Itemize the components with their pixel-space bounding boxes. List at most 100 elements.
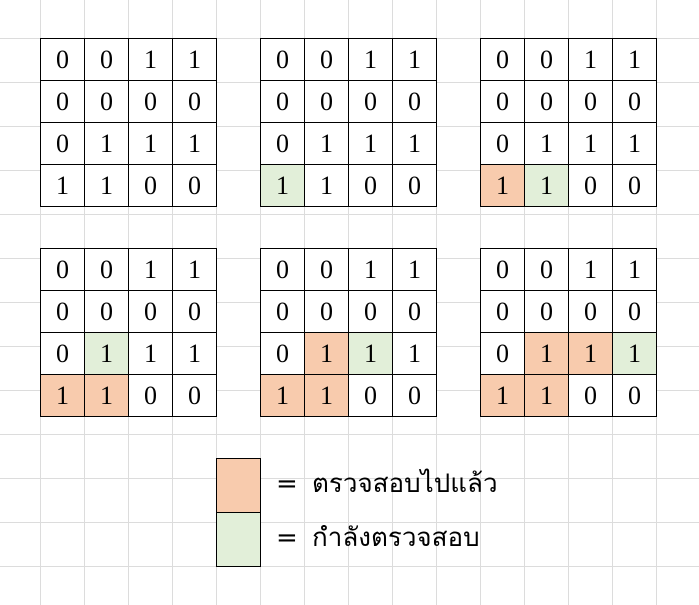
matrix-cell: 1	[129, 123, 173, 165]
matrix-cell: 0	[305, 291, 349, 333]
matrix-cell: 1	[613, 39, 657, 81]
matrix-cell: 0	[525, 81, 569, 123]
matrix-cell: 1	[85, 123, 129, 165]
matrix-cell: 1	[41, 375, 85, 417]
matrix-cell: 0	[569, 291, 613, 333]
matrix-cell: 0	[85, 39, 129, 81]
matrix-cell: 1	[569, 123, 613, 165]
matrix-cell: 1	[85, 165, 129, 207]
matrix-cell: 1	[481, 375, 525, 417]
matrix-cell: 1	[129, 333, 173, 375]
matrix-cell: 1	[481, 165, 525, 207]
matrix-cell: 1	[613, 123, 657, 165]
matrix-cell: 0	[481, 291, 525, 333]
legend-checked-item: = ตรวจสอบไปแล้ว	[276, 471, 498, 497]
matrix-cell: 0	[393, 375, 437, 417]
matrix-cell: 0	[129, 375, 173, 417]
matrix-cell: 1	[525, 165, 569, 207]
matrix-cell: 0	[349, 375, 393, 417]
matrix-cell: 0	[481, 123, 525, 165]
matrix-cell: 1	[393, 123, 437, 165]
matrix-cell: 1	[349, 333, 393, 375]
matrix-cell: 0	[173, 165, 217, 207]
legend-checked-equals: =	[276, 469, 298, 499]
matrix-cell: 0	[613, 375, 657, 417]
matrix-cell: 0	[613, 81, 657, 123]
legend-checking-label: กำลังตรวจสอบ	[312, 523, 480, 553]
matrix-cell: 0	[569, 165, 613, 207]
matrix-cell: 0	[525, 291, 569, 333]
matrix-cell: 0	[569, 81, 613, 123]
matrix-cell: 0	[305, 81, 349, 123]
matrix-cell: 1	[393, 249, 437, 291]
matrix-cell: 1	[525, 375, 569, 417]
matrix-cell: 0	[261, 39, 305, 81]
matrix-cell: 0	[481, 249, 525, 291]
matrix-cell: 0	[41, 333, 85, 375]
matrix-cell: 0	[525, 39, 569, 81]
matrix-cell: 1	[85, 333, 129, 375]
legend-checking-equals: =	[276, 523, 298, 553]
matrix-cell: 0	[41, 123, 85, 165]
matrix-cell: 1	[569, 39, 613, 81]
matrix-cell: 0	[41, 291, 85, 333]
legend-checking-item: = กำลังตรวจสอบ	[276, 525, 480, 551]
matrix-cell: 1	[349, 123, 393, 165]
matrix-cell: 0	[569, 375, 613, 417]
matrix-cell: 1	[393, 39, 437, 81]
matrix-cell: 1	[393, 333, 437, 375]
matrix-cell: 1	[305, 333, 349, 375]
matrix-cell: 0	[129, 291, 173, 333]
matrix-cell: 0	[393, 165, 437, 207]
matrix-cell: 0	[261, 123, 305, 165]
matrix-cell: 0	[349, 165, 393, 207]
matrix-cell: 1	[129, 39, 173, 81]
matrix-cell: 1	[305, 165, 349, 207]
matrix-cell: 1	[41, 165, 85, 207]
matrix-cell: 0	[613, 165, 657, 207]
matrix-cell: 0	[481, 39, 525, 81]
matrix-cell: 0	[85, 81, 129, 123]
matrix-cell: 0	[305, 249, 349, 291]
matrix-cell: 1	[349, 249, 393, 291]
matrix-cell: 1	[349, 39, 393, 81]
legend-checked-swatch	[216, 458, 261, 513]
matrix-cell: 0	[349, 81, 393, 123]
matrix-cell: 0	[349, 291, 393, 333]
matrix-cell: 0	[41, 81, 85, 123]
matrix-cell: 1	[613, 249, 657, 291]
matrix-cell: 0	[481, 81, 525, 123]
matrix-cell: 0	[305, 39, 349, 81]
matrix-cell: 1	[85, 375, 129, 417]
matrix-cell: 0	[173, 375, 217, 417]
matrix-cell: 1	[613, 333, 657, 375]
matrix-cell: 0	[173, 291, 217, 333]
matrix-cell: 0	[85, 249, 129, 291]
matrix-cell: 0	[481, 333, 525, 375]
legend-checked-label: ตรวจสอบไปแล้ว	[312, 469, 498, 499]
matrix-cell: 0	[393, 81, 437, 123]
legend-checking-swatch	[216, 512, 261, 567]
matrix-cell: 0	[261, 81, 305, 123]
matrix-cell: 0	[85, 291, 129, 333]
matrix-cell: 1	[173, 249, 217, 291]
matrix-cell: 0	[41, 39, 85, 81]
matrix-cell: 0	[129, 165, 173, 207]
matrix-cell: 1	[261, 165, 305, 207]
matrix-cell: 1	[129, 249, 173, 291]
matrix-cell: 1	[173, 39, 217, 81]
matrix-cell: 1	[525, 123, 569, 165]
matrix-cell: 1	[261, 375, 305, 417]
matrix-cell: 0	[613, 291, 657, 333]
matrix-cell: 1	[173, 333, 217, 375]
matrix-cell: 0	[393, 291, 437, 333]
matrix-cell: 0	[261, 333, 305, 375]
matrix-cell: 0	[261, 249, 305, 291]
matrix-cell: 0	[41, 249, 85, 291]
matrix-cell: 0	[525, 249, 569, 291]
